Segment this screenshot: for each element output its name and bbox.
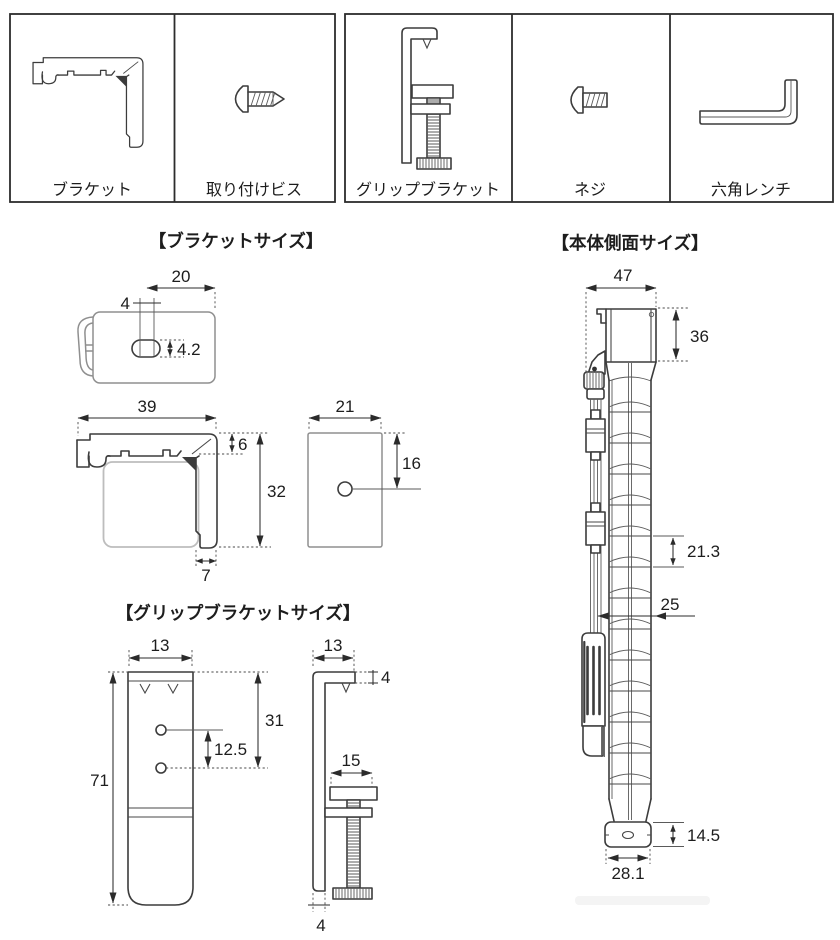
grip-side-view-drawing: 13 4 15 4 [308, 636, 390, 935]
dim-top-width: 20 [172, 267, 191, 286]
bracket-plate-view-drawing: 21 16 [307, 397, 421, 548]
bracket-size-section: 【ブラケットサイズ】 20 4 4.2 [76, 231, 421, 585]
dim-grip-side-width: 13 [324, 636, 343, 655]
mounting-screw-icon [234, 85, 285, 113]
part-label-bracket: ブラケット [52, 180, 132, 199]
dim-head-width: 47 [614, 266, 633, 285]
grip-bracket-icon [401, 27, 454, 170]
part-label-hex-wrench: 六角レンチ [711, 181, 791, 199]
part-label-screw: ネジ [574, 181, 606, 199]
dim-grip-arm-thickness: 4 [381, 668, 390, 687]
dim-slot-width: 4 [121, 294, 130, 313]
dim-depth: 25 [661, 595, 680, 614]
parts-box-right [344, 13, 834, 203]
grip-front-view-drawing: 13 71 31 12.5 [90, 636, 284, 906]
bracket-size-title: 【ブラケットサイズ】 [149, 231, 323, 251]
dim-side-height: 32 [267, 482, 286, 501]
grip-bracket-size-section: 【グリップブラケットサイズ】 13 71 31 12.5 [90, 603, 390, 935]
grip-bracket-size-title: 【グリップブラケットサイズ】 [116, 603, 360, 623]
watermark-artifact [575, 896, 710, 905]
body-size-title: 【本体側面サイズ】 [552, 233, 709, 253]
dim-slot-height: 4.2 [177, 340, 201, 359]
dim-plate-width: 21 [336, 397, 355, 416]
dim-side-width: 39 [138, 397, 157, 416]
dim-side-foot: 7 [201, 566, 210, 585]
dim-side-lip: 6 [238, 435, 247, 454]
dim-head-height: 36 [690, 327, 709, 346]
dim-grip-pad-width: 15 [342, 751, 361, 770]
dim-rail-height: 14.5 [687, 826, 720, 845]
dim-grip-front-width: 13 [151, 636, 170, 655]
dim-grip-front-height: 71 [90, 771, 109, 790]
bracket-profile-icon [32, 57, 144, 148]
hex-wrench-icon [699, 79, 798, 125]
dim-pleat-pitch: 21.3 [687, 542, 720, 561]
bracket-top-view-drawing: 20 4 4.2 [77, 267, 216, 384]
screw-icon [570, 86, 608, 114]
body-side-view-drawing: 47 36 [581, 266, 720, 883]
dim-grip-hole-pitch: 12.5 [214, 740, 247, 759]
parts-box-left [9, 13, 336, 203]
part-label-grip-bracket: グリップブラケット [356, 180, 500, 199]
dim-rail-width: 28.1 [611, 864, 644, 883]
dim-plate-hole-offset: 16 [402, 454, 421, 473]
bracket-side-view-drawing: 39 6 32 7 [76, 397, 286, 585]
part-label-mounting-screw: 取り付けビス [206, 181, 302, 199]
parts-table: ブラケット 取り付けビス グリップブラケット ネジ 六角レンチ [9, 13, 834, 203]
body-size-section: 【本体側面サイズ】 47 36 [552, 233, 720, 905]
dim-grip-bar-thickness: 4 [316, 916, 325, 935]
dim-grip-hole-top: 31 [265, 711, 284, 730]
